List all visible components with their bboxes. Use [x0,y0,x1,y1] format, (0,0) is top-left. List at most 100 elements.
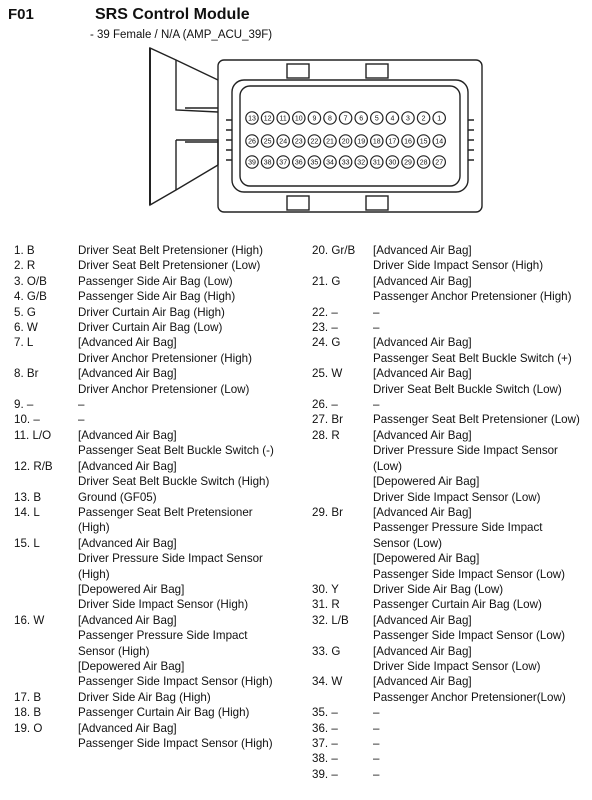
pin-description-line: [Advanced Air Bag] [373,675,472,689]
pin-description-line: Driver Pressure Side Impact Sensor [78,552,263,566]
pin-number: 30. Y [312,582,339,596]
pin-description: Passenger Side Air Bag (Low) [78,274,300,289]
pin-description-line: Driver Side Air Bag (Low) [373,582,504,596]
pin-description-line: Driver Seat Belt Pretensioner (Low) [78,259,261,273]
pin-socket [291,134,306,148]
pin-description-line: [Advanced Air Bag] [373,644,472,658]
pin-description-line: [Advanced Air Bag] [78,536,177,550]
pin-description-line: – [373,321,380,335]
pin-description-line: Sensor (Low) [373,536,442,550]
pin-description: Passenger Curtain Air Bag (High) [78,705,300,720]
pin-number-label: 3 [406,116,410,123]
pin-description-line: Driver Pressure Side Impact Sensor [373,444,558,458]
pin-description: – [78,397,300,412]
pin-description-line: Driver Curtain Air Bag (Low) [78,321,223,335]
pin-socket [323,155,337,169]
pin-number: 26. – [312,398,338,412]
pin-socket [401,111,415,125]
pin-number-label: 39 [248,160,256,167]
pin-description: – [373,751,590,766]
pin-socket [432,155,446,169]
pin-description: Passenger Seat Belt Pretensioner (Low) [373,412,590,427]
pin-description: Driver Curtain Air Bag (Low) [78,320,300,335]
pin-number-label: 21 [326,139,334,146]
pin-number: 33. G [312,644,341,658]
pin-number-label: 38 [264,160,272,167]
pin-description-line: [Advanced Air Bag] [373,367,472,381]
pin-description: [Advanced Air Bag]Passenger Pressure Sid… [78,613,300,690]
pin-description-line: Driver Anchor Pretensioner (Low) [78,382,250,396]
pin-number: 10. – [14,413,40,427]
pin-socket [354,111,368,125]
pin-number-label: 6 [359,116,363,123]
pin-socket [401,155,415,169]
pin-description: [Advanced Air Bag]Passenger Seat Belt Bu… [373,335,590,366]
pin-socket [338,134,353,148]
pin-description: [Advanced Air Bag]Driver Anchor Pretensi… [78,366,300,397]
pin-description: [Advanced Air Bag]Driver Seat Belt Buckl… [78,459,300,490]
pin-number: 20. Gr/B [312,244,356,257]
pin-number: 24. G [312,336,341,350]
pin-description-line: Driver Seat Belt Pretensioner (High) [78,244,263,257]
pin-entry: 19. O[Advanced Air Bag]Passenger Side Im… [14,721,300,752]
pin-description: [Advanced Air Bag] Driver Pressure Side I… [78,536,300,613]
pin-socket [338,111,353,125]
pin-description-line: – [373,706,380,720]
pin-number-label: 28 [420,160,428,167]
pin-number-label: 20 [342,139,350,146]
pin-socket [416,155,431,169]
pin-description-line: – [78,398,85,412]
pin-entry: 11. L/O[Advanced Air Bag]Passenger Seat … [14,428,300,459]
pin-socket [307,134,322,148]
pin-description: [Advanced Air Bag]Passenger Anchor Prete… [373,274,590,305]
pin-number-label: 19 [357,139,365,146]
pin-number-label: 8 [328,116,332,123]
pin-socket [385,155,400,169]
pin-description-line: – [373,737,380,750]
pin-number: 14. L [14,505,40,519]
pin-number: 21. G [312,274,341,288]
pin-number: 35. – [312,706,338,720]
pin-socket [385,134,400,148]
pin-description-line: Passenger Seat Belt Buckle Switch (+) [373,351,572,365]
connector-code: F01 [8,6,34,23]
pin-description-line: – [373,752,380,766]
pin-description-line: Passenger Seat Belt Buckle Switch (-) [78,444,274,458]
pin-socket [307,111,322,125]
pin-entry: 29. Br[Advanced Air Bag]Passenger Pressu… [312,505,590,582]
pin-number-label: 27 [435,160,443,167]
pin-number-label: 37 [279,160,287,167]
pin-entry: 20. Gr/B[Advanced Air Bag]Driver Side Im… [312,243,590,274]
pin-number: 36. – [312,721,338,735]
pin-description: Passenger Curtain Air Bag (Low) [373,597,590,612]
pin-number: 34. W [312,675,343,689]
pin-entry: 9. –– [14,397,300,412]
pin-number: 31. R [312,598,340,612]
pin-description-line: (Low) [373,459,402,473]
pin-number-label: 1 [437,116,441,123]
pin-number-label: 2 [422,116,426,123]
pin-number-label: 15 [420,139,428,146]
pin-description-line: [Advanced Air Bag] [78,459,177,473]
pin-number: 7. L [14,336,34,350]
pin-number-label: 22 [311,139,319,146]
pin-entry: 22. –– [312,305,590,320]
pin-description-line: Passenger Seat Belt Pretensioner [78,505,253,519]
pin-number: 13. B [14,490,42,504]
pin-entry: 16. W[Advanced Air Bag]Passenger Pressur… [14,613,300,690]
pin-number: 23. – [312,321,338,335]
pin-number: 5. G [14,305,36,319]
pin-description: – [373,320,590,335]
pin-number-label: 12 [264,116,272,123]
pin-number-label: 32 [357,160,365,167]
pin-description-line: [Advanced Air Bag] [78,367,177,381]
pin-description: – [373,736,590,751]
